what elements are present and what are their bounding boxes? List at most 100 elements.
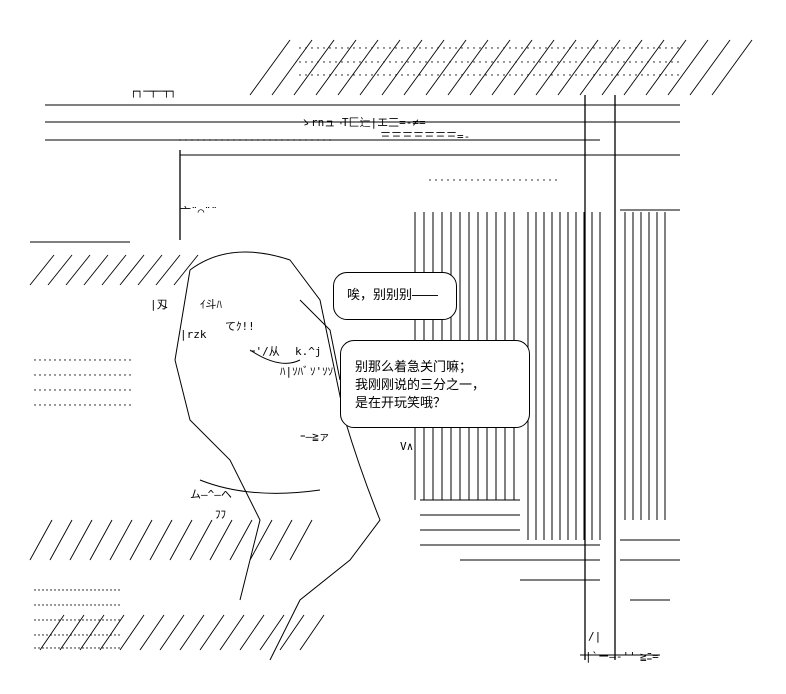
texture-dot (453, 179, 455, 181)
texture-dot (617, 61, 619, 63)
texture-dot (521, 74, 523, 76)
texture-dot (114, 374, 116, 376)
texture-dot (605, 74, 607, 76)
texture-dot (106, 647, 108, 649)
texture-dot (593, 47, 595, 49)
texture-dot (69, 374, 71, 376)
texture-dot (449, 47, 451, 49)
roof-stroke (137, 254, 163, 286)
texture-dot (66, 647, 68, 649)
texture-dot (587, 74, 589, 76)
texture-dot (377, 47, 379, 49)
texture-dot (533, 47, 535, 49)
texture-dot (58, 647, 60, 649)
texture-dot (305, 74, 307, 76)
floor-stroke (79, 614, 105, 651)
texture-dot (515, 47, 517, 49)
texture-dot (106, 619, 108, 621)
texture-dot (437, 47, 439, 49)
floor-stroke (239, 614, 265, 651)
texture-dot (425, 61, 427, 63)
texture-dot (54, 619, 56, 621)
texture-dot (79, 389, 81, 391)
texture-dot (86, 634, 88, 636)
texture-dot (323, 61, 325, 63)
texture-dot (587, 47, 589, 49)
texture-dot (515, 61, 517, 63)
texture-dot (64, 389, 66, 391)
texture-dot (533, 61, 535, 63)
art-fragment: ┌┐─┬─┬┐ (130, 85, 176, 98)
texture-dot (54, 389, 56, 391)
texture-dot (42, 647, 44, 649)
texture-dot (34, 619, 36, 621)
texture-dot (79, 404, 81, 406)
texture-dot (82, 647, 84, 649)
roof-stroke (447, 39, 489, 96)
texture-dot (653, 47, 655, 49)
texture-dot (102, 589, 104, 591)
floor-stroke (109, 519, 133, 561)
texture-dot (98, 619, 100, 621)
texture-dot (69, 389, 71, 391)
texture-dot (118, 589, 120, 591)
texture-dot (329, 61, 331, 63)
texture-dot (447, 179, 449, 181)
roof-stroke (491, 39, 533, 96)
texture-dot (50, 589, 52, 591)
speech-line: 是在开玩笑哦？ (355, 396, 447, 411)
texture-dot (407, 47, 409, 49)
art-fragment: |`ー―-'' (585, 650, 636, 663)
texture-dot (317, 74, 319, 76)
texture-dot (86, 604, 88, 606)
texture-dot (419, 61, 421, 63)
texture-dot (94, 619, 96, 621)
texture-dot (473, 47, 475, 49)
texture-dot (74, 589, 76, 591)
floor-stroke (249, 519, 273, 561)
texture-dot (395, 61, 397, 63)
texture-dot (44, 389, 46, 391)
texture-dot (557, 74, 559, 76)
roof-stroke (337, 39, 379, 96)
texture-dot (545, 47, 547, 49)
texture-dot (437, 74, 439, 76)
texture-dot (58, 589, 60, 591)
texture-dot (299, 74, 301, 76)
texture-dot (129, 389, 131, 391)
texture-dot (70, 619, 72, 621)
texture-dot (94, 589, 96, 591)
texture-dot (569, 61, 571, 63)
texture-dot (435, 179, 437, 181)
floor-stroke (99, 614, 125, 651)
texture-dot (49, 389, 51, 391)
texture-dot (665, 61, 667, 63)
texture-dot (66, 634, 68, 636)
texture-dot (98, 634, 100, 636)
texture-dot (377, 74, 379, 76)
texture-dot (89, 374, 91, 376)
texture-dot (371, 61, 373, 63)
texture-dot (341, 61, 343, 63)
texture-dot (74, 647, 76, 649)
texture-dot (38, 647, 40, 649)
roof-stroke (83, 254, 109, 286)
texture-dot (66, 589, 68, 591)
texture-dot (389, 47, 391, 49)
texture-dot (495, 179, 497, 181)
texture-dot (443, 74, 445, 76)
texture-dot (46, 647, 48, 649)
texture-dot (34, 404, 36, 406)
texture-dot (119, 389, 121, 391)
floor-stroke (39, 614, 65, 651)
texture-dot (611, 74, 613, 76)
texture-dot (527, 47, 529, 49)
texture-dot (581, 61, 583, 63)
texture-dot (465, 179, 467, 181)
speech-bubble-2: 别那么着急关门嘛； 我刚刚说的三分之一， 是在开玩笑哦？ (340, 340, 530, 428)
texture-dot (347, 74, 349, 76)
texture-dot (575, 61, 577, 63)
texture-dot (407, 61, 409, 63)
texture-dot (641, 47, 643, 49)
texture-dot (329, 47, 331, 49)
